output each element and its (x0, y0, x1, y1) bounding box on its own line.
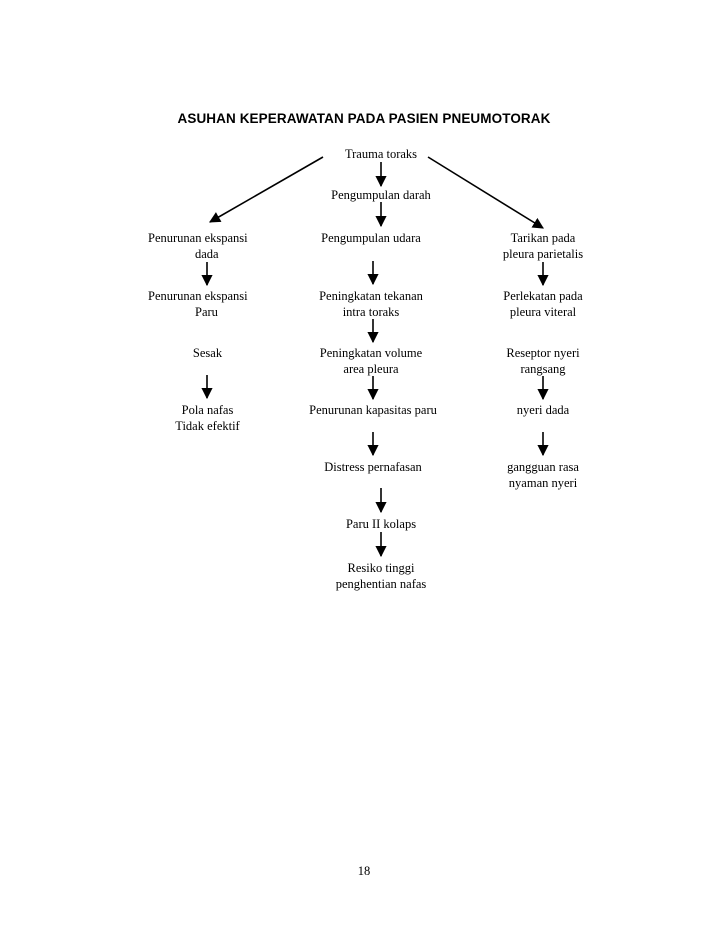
node-pola-nafas: Pola nafas Tidak efektif (175, 403, 240, 433)
node-perlekatan-pleura: Perlekatan pada pleura viteral (503, 289, 583, 319)
page-number: 18 (357, 864, 371, 878)
arrow-trauma-to-penurunan-ekspansi-dada (209, 156, 324, 223)
node-peningkatan-tekanan: Peningkatan tekanan intra toraks (319, 289, 423, 319)
node-paru-kolaps: Paru II kolaps (345, 517, 417, 531)
node-penurunan-ekspansi-dada: Penurunan ekspansi dada (148, 231, 248, 261)
node-reseptor-nyeri: Reseptor nyeri rangsang (506, 346, 580, 376)
node-distress-pernafasan: Distress pernafasan (324, 460, 422, 474)
node-sesak: Sesak (192, 346, 223, 360)
node-pengumpulan-udara: Pengumpulan udara (321, 231, 421, 245)
node-gangguan-rasa: gangguan rasa nyaman nyeri (507, 460, 579, 490)
node-nyeri-dada: nyeri dada (516, 403, 570, 417)
page-title: ASUHAN KEPERAWATAN PADA PASIEN PNEUMOTOR… (177, 111, 551, 126)
node-penurunan-kapasitas: Penurunan kapasitas paru (309, 403, 437, 417)
node-penurunan-ekspansi-paru: Penurunan ekspansi Paru (148, 289, 248, 319)
node-peningkatan-volume: Peningkatan volume area pleura (319, 346, 423, 376)
node-trauma-toraks: Trauma toraks (344, 147, 418, 161)
node-resiko-tinggi: Resiko tinggi penghentian nafas (335, 561, 427, 591)
arrow-trauma-to-tarikan-pleura (427, 156, 544, 229)
node-tarikan-pleura: Tarikan pada pleura parietalis (502, 231, 584, 261)
node-pengumpulan-darah: Pengumpulan darah (331, 188, 431, 202)
